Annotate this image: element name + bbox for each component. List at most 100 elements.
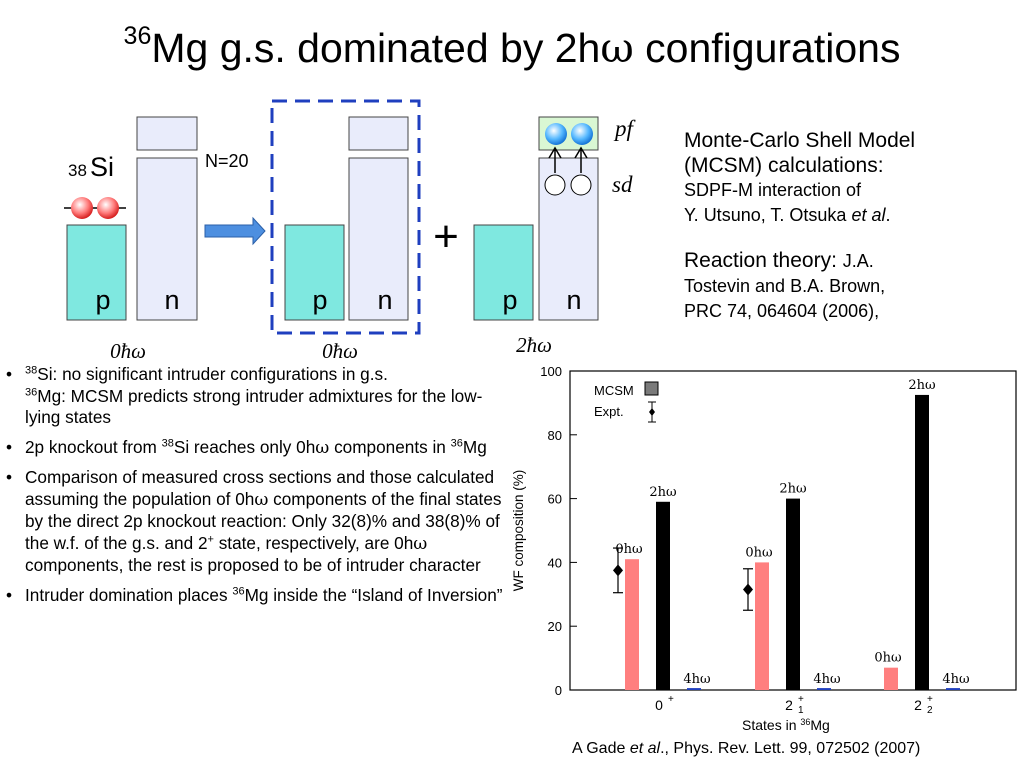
- bullet-dot: •: [6, 364, 13, 384]
- legend-mcsm-swatch: [644, 381, 659, 396]
- bullet-list: •38Si: no significant intruder configura…: [6, 364, 504, 614]
- bar-label: 4hω: [813, 672, 840, 687]
- bullet-text: Si reaches only 0h: [173, 436, 316, 457]
- y-tick-label: 20: [548, 619, 562, 634]
- si-mass-number: 38: [68, 161, 87, 180]
- title-tail: configurations: [633, 25, 901, 71]
- citation-ref: ., Phys. Rev. Lett. 99, 072502 (2007): [660, 740, 921, 757]
- neutron-ball-icon: [545, 123, 567, 145]
- p-label-1: p: [95, 285, 110, 315]
- mcsm-line-1: Monte-Carlo Shell Model: [684, 129, 916, 152]
- mass-number: 38: [161, 436, 174, 449]
- config-2-label: 0ħω: [322, 339, 358, 362]
- bullet-text: Mg inside the “Island of Inversion”: [244, 584, 503, 605]
- bar: [786, 498, 800, 690]
- bullet-dot: •: [6, 584, 13, 605]
- bullet-item: • Intruder domination places 36Mg inside …: [6, 585, 504, 607]
- spacer: [684, 228, 1014, 248]
- config-3-label: 2ħω: [516, 333, 552, 357]
- omega-symbol: ω: [315, 437, 330, 458]
- proton-ball-icon: [97, 197, 119, 219]
- authors-etal: et al: [851, 205, 886, 225]
- interaction-line: SDPF-M interaction of: [684, 180, 862, 200]
- bar-label: 0hω: [615, 542, 642, 557]
- y-tick-label: 100: [540, 364, 562, 379]
- p-label-3: p: [502, 285, 517, 315]
- reaction-theory-line: Reaction theory: J.A.: [684, 248, 1014, 274]
- legend-expt-marker: [649, 408, 655, 416]
- x-tick-sup: +: [798, 694, 804, 705]
- pf-label: pf: [613, 116, 637, 141]
- bullet-text: Intruder domination places: [25, 584, 233, 605]
- bar: [755, 562, 769, 690]
- omega-symbol: ω: [413, 533, 428, 554]
- expt-point: [743, 583, 753, 596]
- parity-sup: +: [207, 532, 214, 545]
- reaction-authors-line: Tostevin and B.A. Brown,: [684, 276, 886, 296]
- proton-box-1: [66, 224, 127, 321]
- bullet-dot: •: [6, 467, 13, 487]
- n-label-1: n: [164, 285, 179, 315]
- title-main: Mg g.s. dominated by 2h: [151, 25, 601, 71]
- bar-label: 2hω: [908, 378, 935, 393]
- n-label-3: n: [566, 285, 581, 315]
- mass-number: 36: [232, 584, 245, 597]
- bullet-text: state, respectively, are 0h: [213, 532, 414, 553]
- bar: [915, 394, 929, 690]
- bullet-item: •Comparison of measured cross sections a…: [6, 467, 504, 577]
- bullet-item: • 38Si: no significant intruder configura…: [6, 364, 504, 429]
- y-tick-label: 0: [555, 683, 562, 698]
- x-tick-sub: 1: [798, 705, 804, 716]
- expt-point: [613, 564, 623, 577]
- shell-model-diagram: 38 Si p n N=20 0ħω p n 0ħω + pf sd p n 2…: [64, 99, 637, 362]
- legend-mcsm-label: MCSM: [594, 383, 634, 398]
- reaction-theory-label: Reaction theory:: [684, 249, 843, 272]
- bar: [946, 688, 960, 690]
- bullet-item: •2p knockout from 38Si reaches only 0hω …: [6, 437, 504, 460]
- reaction-ref-line: PRC 74, 064604 (2006),: [684, 301, 880, 321]
- bar: [884, 667, 898, 690]
- bar-label: 0hω: [745, 545, 772, 560]
- bullet-text: components of the final states by the di…: [25, 488, 502, 553]
- y-tick-label: 60: [548, 492, 562, 507]
- x-axis-label: States in 36Mg: [742, 717, 830, 733]
- arrow-right-icon: [204, 216, 266, 246]
- neutron-hole-icon: [570, 174, 592, 196]
- mcsm-line-2: (MCSM) calculations:: [684, 154, 884, 177]
- bar: [625, 559, 639, 690]
- authors-period: .: [885, 205, 891, 225]
- mass-number: 36: [25, 385, 38, 398]
- n20-label: N=20: [205, 151, 249, 171]
- neutron-box-2: [348, 157, 409, 321]
- si-symbol: Si: [90, 152, 114, 182]
- n-label-2: n: [377, 285, 392, 315]
- excitation-arrow-icon: [574, 146, 588, 173]
- neutron-ball-icon: [571, 123, 593, 145]
- bar-label: 2hω: [649, 485, 676, 500]
- calculation-info: Monte-Carlo Shell Model (MCSM) calculati…: [684, 128, 1014, 324]
- neutron-upper-box-1: [136, 116, 198, 151]
- bullet-text: components in: [329, 436, 451, 457]
- bullet-text: Si: no significant intruder configuratio…: [37, 364, 388, 384]
- plus-sign: +: [433, 212, 459, 261]
- omega-symbol: ω: [254, 489, 269, 510]
- x-tick-label: 2: [914, 697, 922, 713]
- reaction-theory-author: J.A.: [842, 251, 874, 271]
- neutron-hole-icon: [544, 174, 566, 196]
- mass-number: 38: [25, 364, 38, 377]
- config-1-label: 0ħω: [110, 339, 146, 362]
- citation-author: A Gade: [572, 740, 630, 757]
- bar-label: 4hω: [683, 672, 710, 687]
- bar: [817, 688, 831, 690]
- bar: [687, 688, 701, 690]
- excitation-arrow-icon: [548, 146, 562, 173]
- bar-label: 0hω: [874, 651, 901, 666]
- dashed-highlight-box: [270, 99, 421, 335]
- sd-label: sd: [612, 172, 633, 197]
- bullet-text: Mg: MCSM predicts strong intruder admixt…: [25, 385, 483, 428]
- x-tick-label: 2: [785, 697, 793, 713]
- neutron-upper-box-2: [348, 116, 409, 151]
- neutron-box-1: [136, 157, 198, 321]
